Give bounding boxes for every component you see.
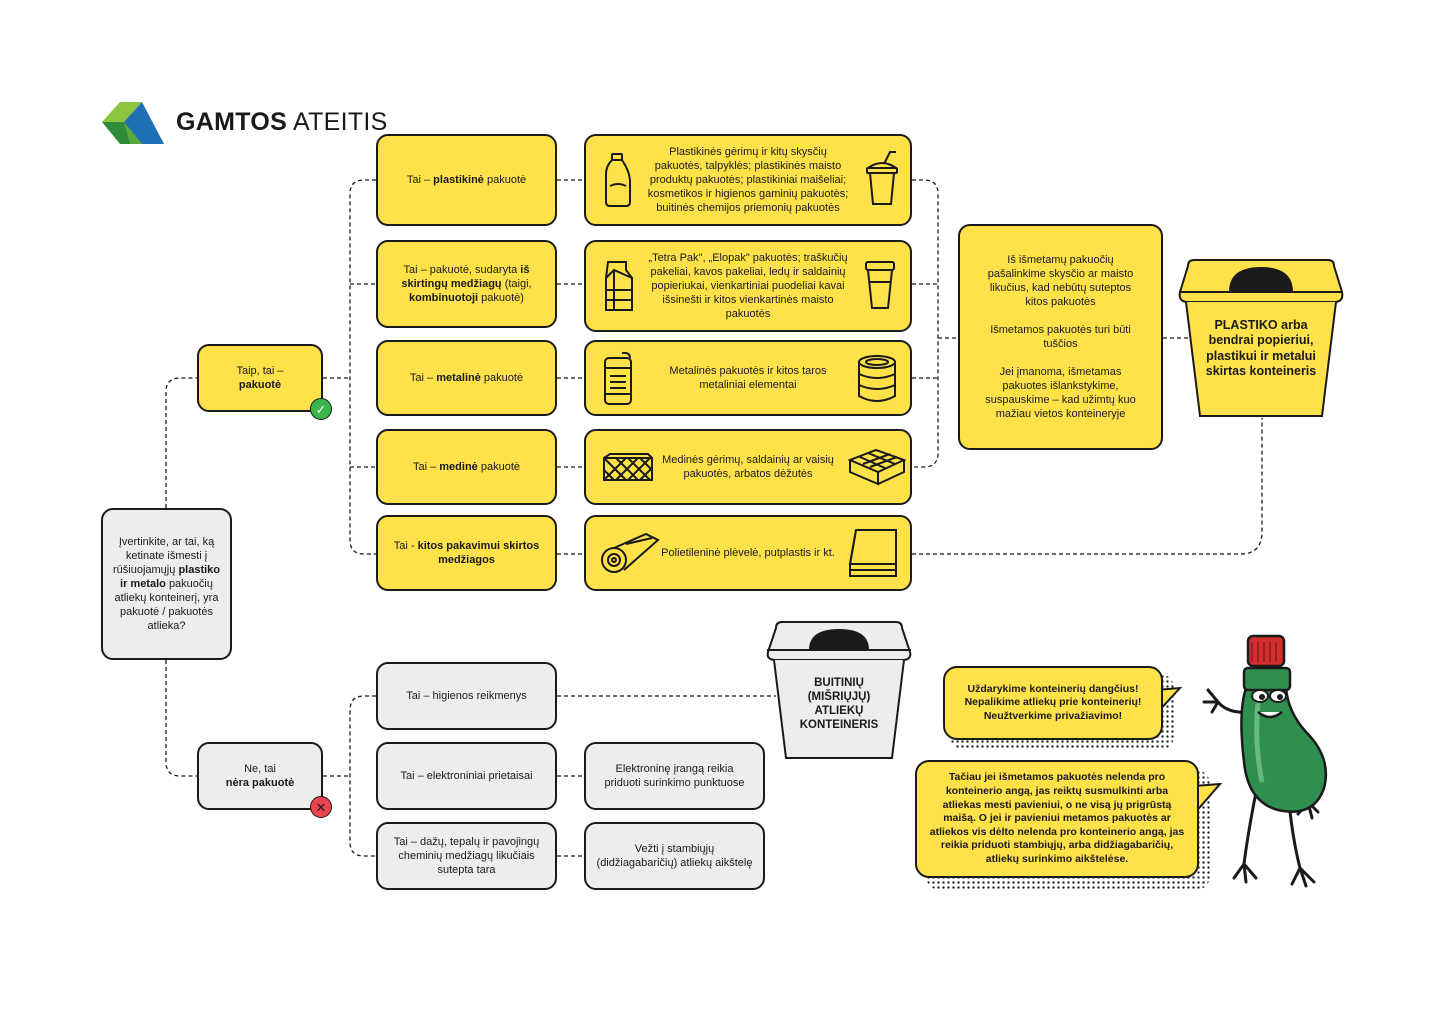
gamtos-ateitis-logo (102, 102, 164, 144)
brand-wordmark: GAMTOS ATEITIS (176, 108, 388, 137)
speech-bubble-1: Uždarykime konteinerių dangčius! Nepalik… (943, 666, 1163, 740)
brand-name-light: ATEITIS (292, 108, 388, 136)
mixed-container-label: BUITINIŲ (MIŠRIŲJŲ) ATLIEKŲ KONTEINERIS (799, 677, 879, 732)
category-other: Tai - kitos pakavimui skirtos medžiagos (376, 515, 557, 591)
yes-node-text: Taip, tai – (236, 364, 284, 377)
coffee-cup-icon (865, 261, 895, 309)
desc-plastic: Plastikinės gėrimų ir kitų skysčių pakuo… (584, 134, 912, 226)
film-roll-icon (601, 532, 660, 573)
no-packaging-node: Ne, tai nėra pakuotė (197, 742, 323, 810)
wooden-box-icon (848, 448, 906, 486)
desc-other: Polietileninė plėvelė, putplastis ir kt. (584, 515, 912, 591)
instruction-1: Iš išmetamų pakuočių pašalinkime skysčio… (987, 253, 1134, 308)
soda-can-icon (604, 351, 632, 405)
category-plastic: Tai – plastikinė pakuotė (376, 134, 557, 226)
start-question: Įvertinkite, ar tai, ką ketinate išmesti… (101, 508, 232, 660)
dest-electronics: Elektroninę įrangą reikia priduoti surin… (584, 742, 765, 810)
not-packaging-hazardous: Tai – dažų, tepalų ir pavojingų cheminių… (376, 822, 557, 890)
check-icon: ✓ (310, 398, 332, 420)
bottle-mascot-illustration (1202, 634, 1328, 888)
drink-cup-icon (866, 151, 898, 205)
tin-can-icon (858, 355, 896, 402)
dest-bulky-waste: Vežti į stambiųjų (didžiagabaričių) atli… (584, 822, 765, 890)
plastic-container-icon (1178, 259, 1344, 417)
category-metal: Tai – metalinė pakuotė (376, 340, 557, 416)
start-text-2: pakuočių atliekų konteinerį, yra pakuotė… (114, 577, 219, 633)
category-wood: Tai – medinė pakuotė (376, 429, 557, 505)
speech-bubble-2: Tačiau jei išmetamos pakuotės nelenda pr… (915, 760, 1199, 878)
not-packaging-hygiene: Tai – higienos reikmenys (376, 662, 557, 730)
no-node-text: Ne, tai (244, 762, 276, 775)
start-text-1: Įvertinkite, ar tai, ką ketinate išmesti… (113, 535, 215, 576)
bottle-icon (605, 153, 631, 207)
mixed-container-icon (766, 621, 912, 759)
desc-metal: Metalinės pakuotės ir kitos taros metali… (584, 340, 912, 416)
start-text-bold: plastiko ir metalo (120, 563, 221, 590)
yes-node-bold: pakuotė (238, 379, 282, 391)
instruction-3: Jei įmanoma, išmetamas pakuotes išlankst… (985, 366, 1136, 421)
yes-packaging-node: Taip, tai – pakuotė (197, 344, 323, 412)
milk-carton-icon (605, 261, 633, 311)
bubble-2-tail (1194, 782, 1222, 816)
cross-icon: ✕ (310, 796, 332, 818)
desc-wood: Medinės gėrimų, saldainių ar vaisių paku… (584, 429, 912, 505)
plastic-container-label: PLASTIKO arba bendrai popieriui, plastik… (1205, 318, 1317, 378)
desc-composite: „Tetra Pak", „Elopak" pakuotės; traškuči… (584, 240, 912, 332)
brand-name-bold: GAMTOS (176, 108, 288, 136)
instructions-panel: Iš išmetamų pakuočių pašalinkime skysčio… (958, 224, 1163, 450)
category-composite: Tai – pakuotė, sudaryta iš skirtingų med… (376, 240, 557, 328)
foam-sheets-icon (848, 529, 897, 577)
wooden-crate-icon (603, 453, 653, 481)
no-node-bold: nėra pakuotė (225, 777, 295, 789)
not-packaging-electronics: Tai – elektroniniai prietaisai (376, 742, 557, 810)
instruction-2: Išmetamos pakuotės turi būti tuščios (990, 323, 1131, 350)
